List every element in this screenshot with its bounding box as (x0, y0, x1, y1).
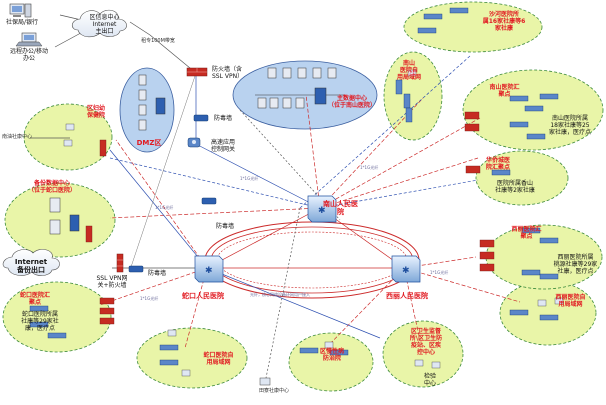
antivirus-mid-icon (201, 197, 217, 205)
antivirus-low-icon (128, 265, 144, 273)
hi-avail-gateway-icon (187, 137, 201, 148)
core-ring (204, 221, 420, 299)
backup-dc-servers (49, 197, 80, 235)
label-link-note-5: 1*1G光纤 (140, 296, 159, 301)
label-remote-office: 远程办公/移动 办公 (9, 48, 49, 62)
label-nanshan-agg: 南山医院汇 聚点 (489, 84, 520, 98)
label-shahe: 沙河医院所 属16家社康等6 家社康 (482, 11, 526, 32)
zone-ellipses (2, 1, 604, 392)
label-link-note-4: 1*1G光纤 (430, 270, 449, 275)
svg-text:✱: ✱ (402, 266, 410, 276)
label-shekou-lan: 蛇口医院自 用局域网 (203, 352, 234, 366)
label-link-note-2: 1*1G光纤 (155, 205, 174, 210)
label-nanshan-hosp: 南山人民医 院 (323, 200, 358, 216)
label-dmz: DMZ区 (136, 139, 162, 147)
zone-xili-affil (485, 224, 603, 290)
label-ring-note: 光纤，核心网络设备环网用户接入 (250, 292, 310, 297)
label-cdc: 区卫生监督 所\区卫生防 疫站、区疾 控中心 (409, 328, 443, 356)
label-chronic: 区慢性病 防治院 (319, 348, 344, 362)
tianliao-computer-icon (259, 377, 271, 386)
zone-computers (63, 69, 564, 377)
antivirus-top-icon (193, 114, 209, 122)
firewall-top-icon (186, 67, 208, 77)
zone-shekou-affiliates (2, 281, 112, 353)
label-social-bank: 社保局/银行 (6, 19, 39, 26)
internet-cloud-top (71, 9, 127, 38)
label-maternity: 区妇幼 保健院 (86, 105, 105, 119)
label-xili-affil: 西丽医院所属 桃源社康等29家 社康，医疗点 (553, 254, 598, 275)
label-lab-center: 检验 中心 (423, 373, 436, 387)
label-xili-hosp: 西丽人民医院 (386, 292, 428, 300)
label-antivirus-top: 防毒墙 (213, 115, 232, 122)
zone-shekou-lan (136, 327, 248, 389)
zone-chronic (288, 332, 374, 392)
label-nanshan-affil: 南山医院所属 18家社康等25 家社康，医疗点 (548, 115, 591, 136)
svg-text:✱: ✱ (205, 266, 213, 276)
label-link-note-3: 1*1G光纤 (360, 165, 379, 170)
links (30, 14, 521, 384)
zone-cdc (382, 320, 464, 388)
label-firewall-ssl: 防火墙（含 SSL VPN） (212, 66, 244, 80)
aggregation-switches (85, 111, 495, 325)
zone-overseas (475, 150, 569, 206)
dmz-servers (138, 74, 166, 131)
zone-dmz (119, 67, 175, 153)
label-overseas-affil: 医院所属香山 社康等2家社康 (495, 180, 535, 194)
label-tianliao: 田寮社康中心 (258, 388, 289, 394)
firewall-backup-icon (116, 253, 124, 273)
label-main-dc: 主数据中心 （位于南山医院） (327, 95, 376, 109)
label-leased-line: 租专100M带宽 (141, 38, 175, 44)
zone-nanshan-lan (383, 51, 443, 141)
label-backup-dc: 备份数据中心 （位于蛇口医院） (27, 180, 76, 194)
core-switch-nanshan: ✱ (307, 195, 337, 223)
label-ssl-vpn-fw: SSL VPN网 关+防火墙 (96, 275, 128, 289)
label-shekou-affil: 蛇口医院所属 社康等29家社 康，医疗点 (21, 311, 59, 332)
core-switch-xili: ✱ (391, 255, 421, 283)
label-nanshan-lan: 南山 医院自 用局域网 (396, 60, 421, 81)
label-internet-backup: Internet 备份出口 (14, 258, 48, 274)
label-overseas: 华侨城医 院汇聚点 (485, 157, 510, 171)
label-shekou-hosp: 蛇口人民医院 (182, 292, 224, 300)
svg-text:✱: ✱ (318, 206, 326, 216)
label-shekou-agg: 蛇口医院汇 聚点 (19, 292, 50, 306)
label-nantou-center: 南油社康中心 (1, 134, 32, 140)
main-dc-servers (255, 67, 345, 109)
label-xili-agg: 西丽医院汇 聚点 (511, 226, 542, 240)
access-switches (29, 7, 559, 366)
remote-laptop-icon (15, 32, 43, 47)
label-hi-avail: 高速应用 控制网关 (211, 139, 236, 153)
zone-maternity (23, 103, 113, 171)
internet-cloud-backup (2, 249, 60, 276)
core-switch-shekou: ✱ (194, 255, 224, 283)
social-bank-computer-icon (9, 3, 32, 18)
label-region-center: 区信息中心 Internet 主出口 (89, 14, 120, 35)
label-xili-lan: 西丽医院自 用局域网 (555, 294, 586, 308)
label-link-note-1: 1*1G光纤 (240, 176, 259, 181)
label-antivirus-low: 防毒墙 (147, 270, 166, 277)
label-antivirus-mid: 防毒墙 (215, 223, 234, 230)
